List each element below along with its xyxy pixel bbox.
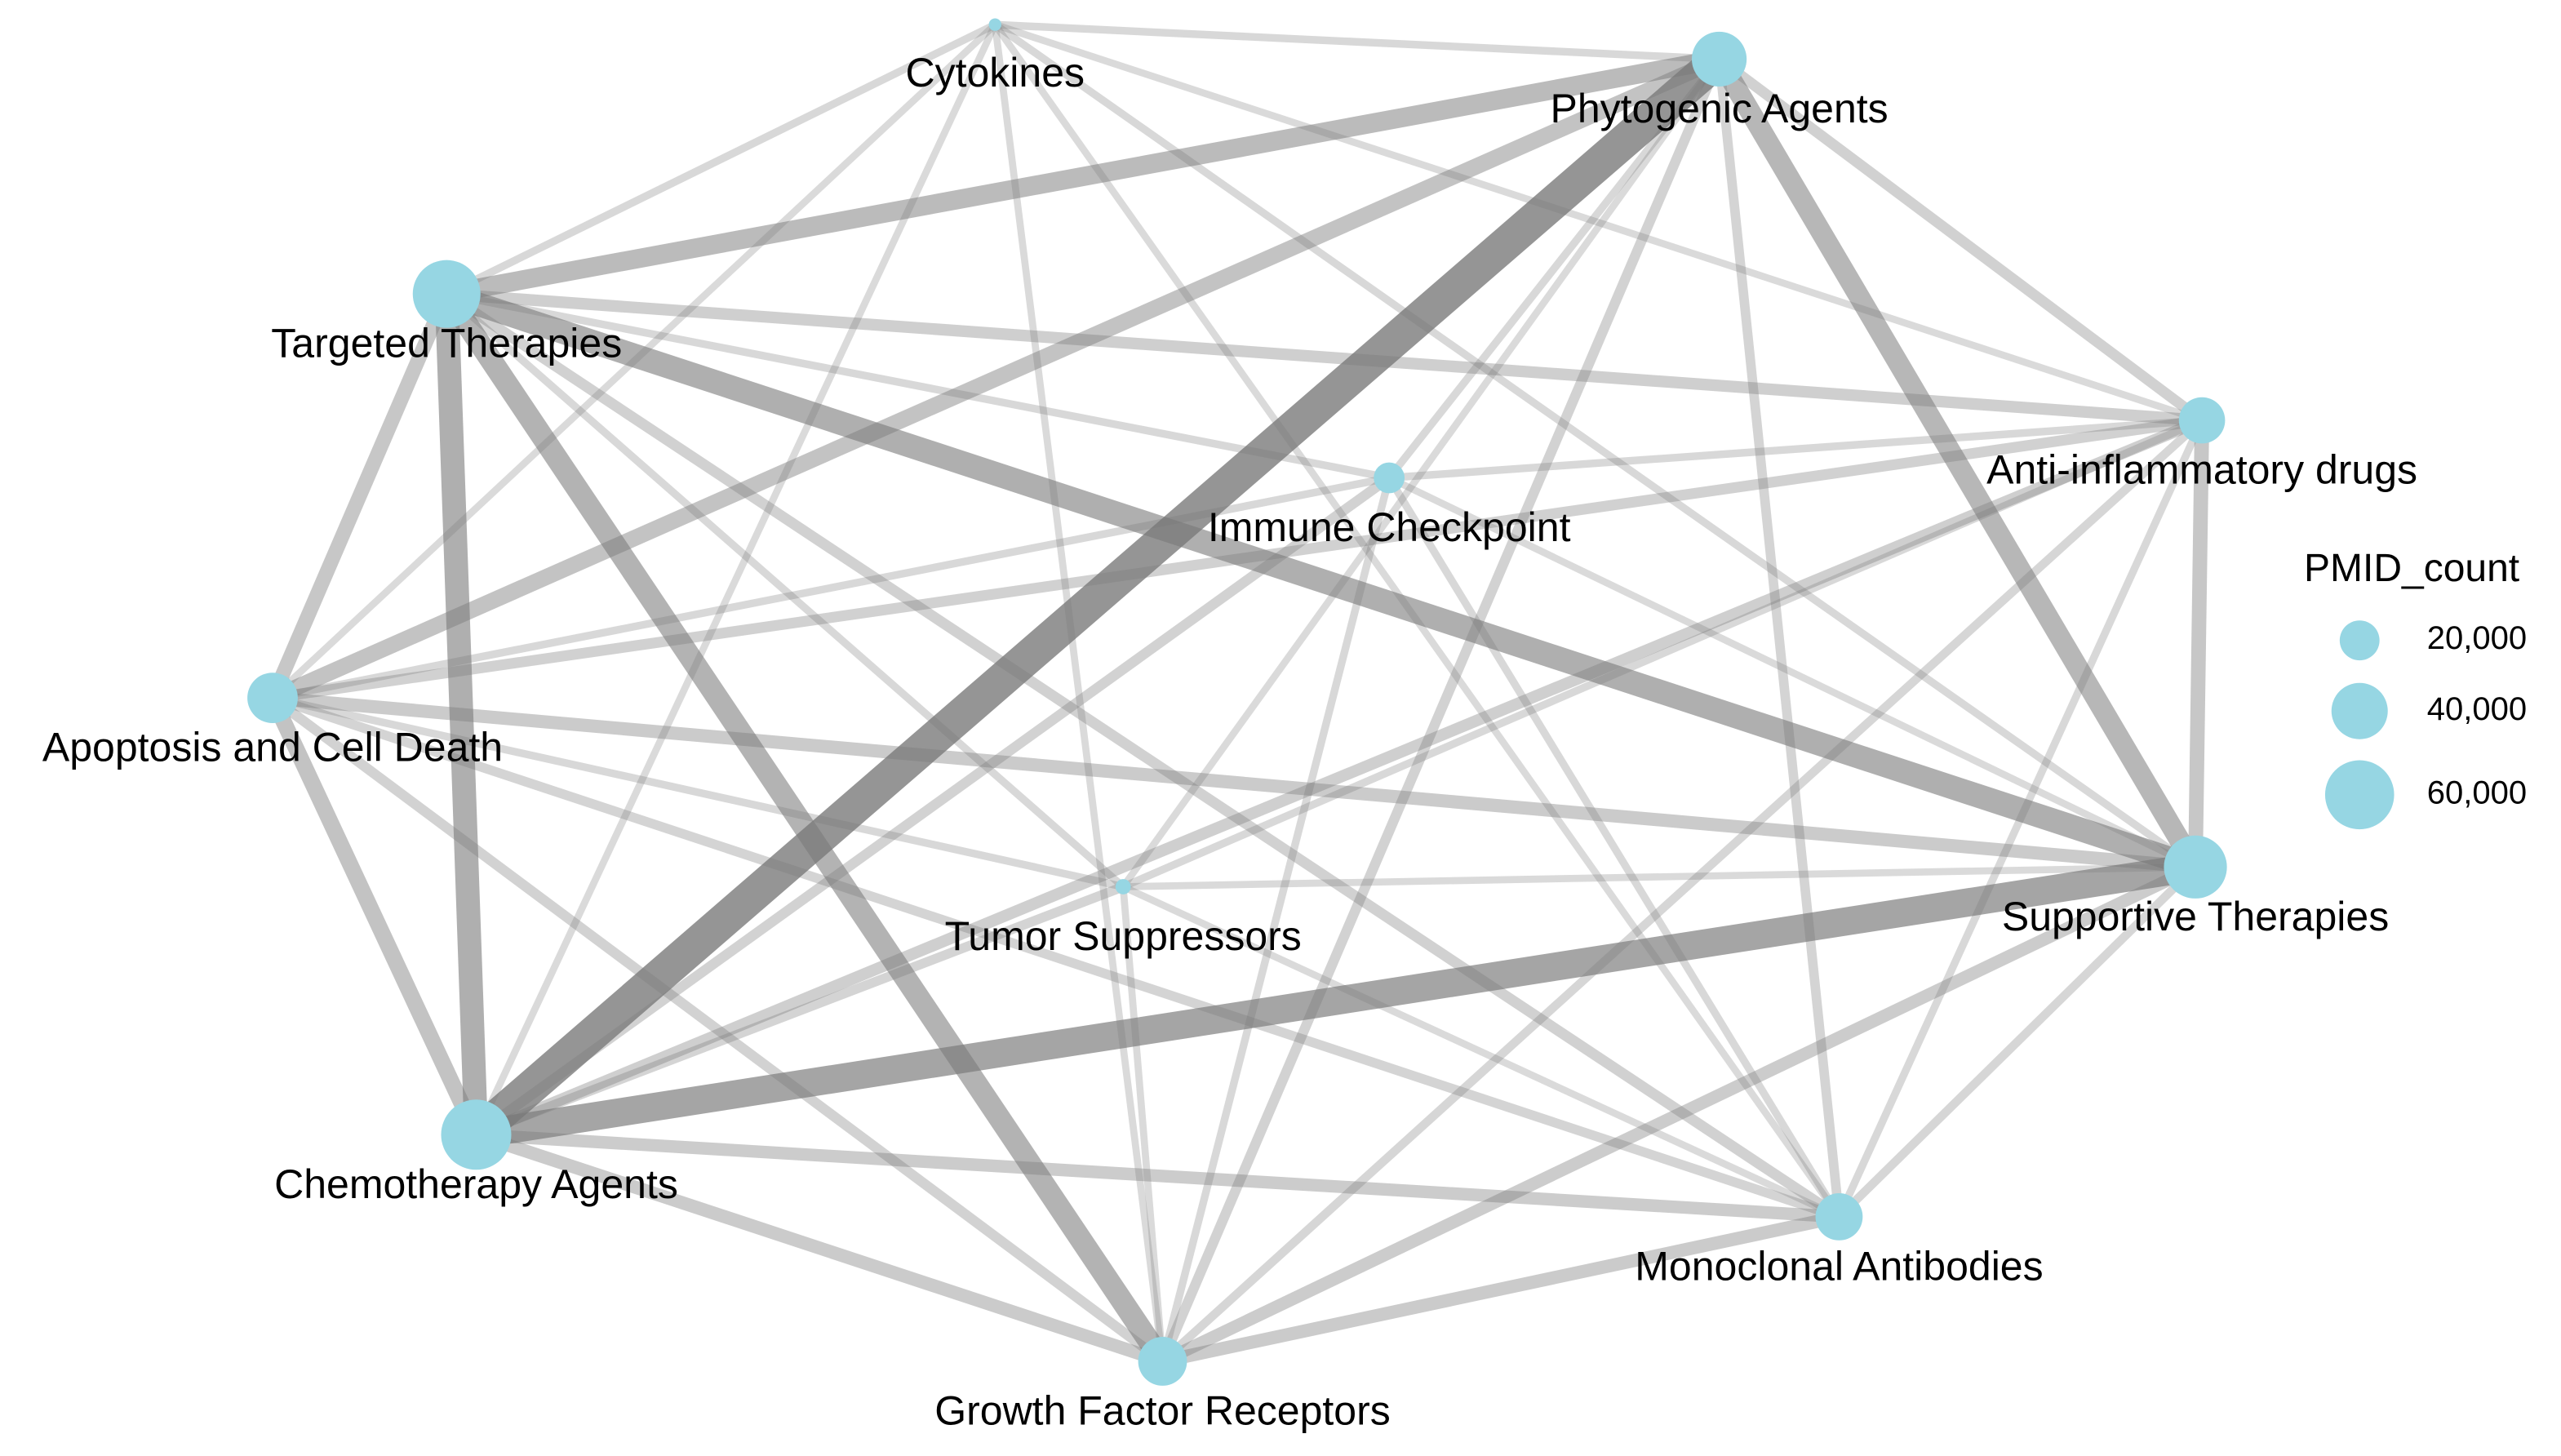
- legend-title: PMID_count: [2304, 547, 2519, 590]
- edge-immune-apop: [272, 473, 1391, 702]
- node-label-growth: Growth Factor Receptors: [934, 1388, 1391, 1434]
- edge-chemo-mono: [476, 1128, 1840, 1223]
- node-phyto: [1691, 31, 1747, 87]
- edge-apop-antiinf: [272, 415, 2204, 704]
- edge-phyto-growth: [1157, 56, 1724, 1364]
- edge-apop-chemo: [265, 694, 484, 1139]
- edge-tumor-target: [444, 291, 1126, 890]
- edge-target-immune: [446, 290, 1391, 482]
- edge-tumor-apop: [271, 694, 1125, 891]
- edge-target-cyto: [445, 20, 997, 298]
- edge-target-growth: [437, 287, 1172, 1368]
- edge-chemo-support: [473, 853, 2198, 1149]
- edge-cyto-phyto: [995, 20, 1720, 64]
- legend-circle-2: [2324, 760, 2395, 830]
- node-tumor: [1115, 879, 1131, 894]
- edge-growth-antiinf: [1159, 417, 2205, 1365]
- edge-apop-growth: [269, 694, 1166, 1365]
- edge-growth-support: [1160, 861, 2199, 1367]
- edge-mono-support: [1835, 863, 2199, 1220]
- node-mono: [1815, 1192, 1863, 1241]
- edge-apop-phyto: [269, 51, 1723, 706]
- edge-cyto-mono: [992, 22, 1842, 1219]
- legend-items: 20,000 40,000 60,000: [2324, 620, 2527, 830]
- edge-target-support: [442, 282, 2199, 879]
- node-label-apop: Apoptosis and Cell Death: [42, 725, 503, 770]
- nodes-layer: [247, 18, 2227, 1386]
- node-cyto: [988, 18, 1001, 31]
- edge-tumor-phyto: [1120, 56, 1723, 890]
- legend-label-2: 60,000: [2427, 775, 2527, 810]
- edge-tumor-mono: [1121, 883, 1841, 1220]
- edge-antiinf-support: [2188, 419, 2210, 868]
- node-label-support: Supportive Therapies: [2002, 894, 2389, 939]
- node-target: [412, 260, 481, 328]
- edge-target-mono: [443, 289, 1843, 1222]
- edge-immune-growth: [1158, 477, 1393, 1363]
- node-growth: [1138, 1337, 1187, 1386]
- node-label-tumor: Tumor Suppressors: [945, 913, 1302, 959]
- edge-cyto-support: [992, 21, 2198, 871]
- edge-immune-mono: [1386, 476, 1843, 1219]
- legend-circle-0: [2339, 620, 2380, 661]
- size-legend: PMID_count 20,000 40,000 60,000: [2304, 547, 2527, 830]
- legend-circle-1: [2331, 682, 2388, 739]
- node-label-chemo: Chemotherapy Agents: [274, 1161, 678, 1207]
- edge-phyto-mono: [1714, 58, 1844, 1218]
- node-label-cyto: Cytokines: [906, 50, 1085, 95]
- edge-cyto-apop: [270, 21, 998, 701]
- edge-chemo-phyto: [464, 46, 1731, 1148]
- node-label-mono: Monoclonal Antibodies: [1635, 1243, 2043, 1289]
- node-chemo: [441, 1099, 512, 1170]
- edge-cyto-growth: [991, 24, 1166, 1362]
- edge-immune-antiinf: [1388, 416, 2203, 482]
- edge-chemo-tumor: [474, 882, 1125, 1139]
- edge-tumor-antiinf: [1121, 416, 2204, 890]
- edge-apop-mono: [271, 693, 1841, 1222]
- edge-immune-phyto: [1386, 56, 1723, 481]
- edge-tumor-growth: [1119, 886, 1166, 1362]
- edge-immune-support: [1387, 474, 2197, 871]
- legend-label-0: 20,000: [2427, 620, 2527, 656]
- edge-growth-mono: [1161, 1210, 1841, 1368]
- edge-apop-target: [265, 291, 454, 701]
- node-label-immune: Immune Checkpoint: [1208, 504, 1571, 550]
- edge-phyto-antiinf: [1715, 55, 2206, 425]
- edge-phyto-support: [1710, 53, 2204, 872]
- edge-target-chemo: [434, 293, 489, 1135]
- node-support: [2164, 835, 2227, 899]
- node-label-antiinf: Anti-inflammatory drugs: [1986, 447, 2417, 493]
- edge-chemo-antiinf: [473, 415, 2204, 1140]
- edge-target-phyto: [445, 49, 1721, 304]
- legend-label-1: 40,000: [2427, 691, 2527, 727]
- edge-chemo-growth: [473, 1128, 1165, 1368]
- edge-cyto-chemo: [473, 23, 999, 1137]
- edge-apop-support: [272, 691, 2196, 874]
- edge-tumor-support: [1123, 863, 2196, 890]
- node-label-phyto: Phytogenic Agents: [1550, 86, 1888, 131]
- edge-cyto-antiinf: [993, 21, 2204, 424]
- node-immune: [1374, 462, 1405, 494]
- node-label-target: Targeted Therapies: [271, 321, 622, 366]
- node-apop: [247, 673, 298, 723]
- edge-chemo-immune: [473, 473, 1392, 1139]
- node-antiinf: [2178, 397, 2226, 444]
- edges-layer: [265, 20, 2210, 1368]
- edge-mono-antiinf: [1835, 419, 2206, 1219]
- edge-target-antiinf: [446, 288, 2203, 427]
